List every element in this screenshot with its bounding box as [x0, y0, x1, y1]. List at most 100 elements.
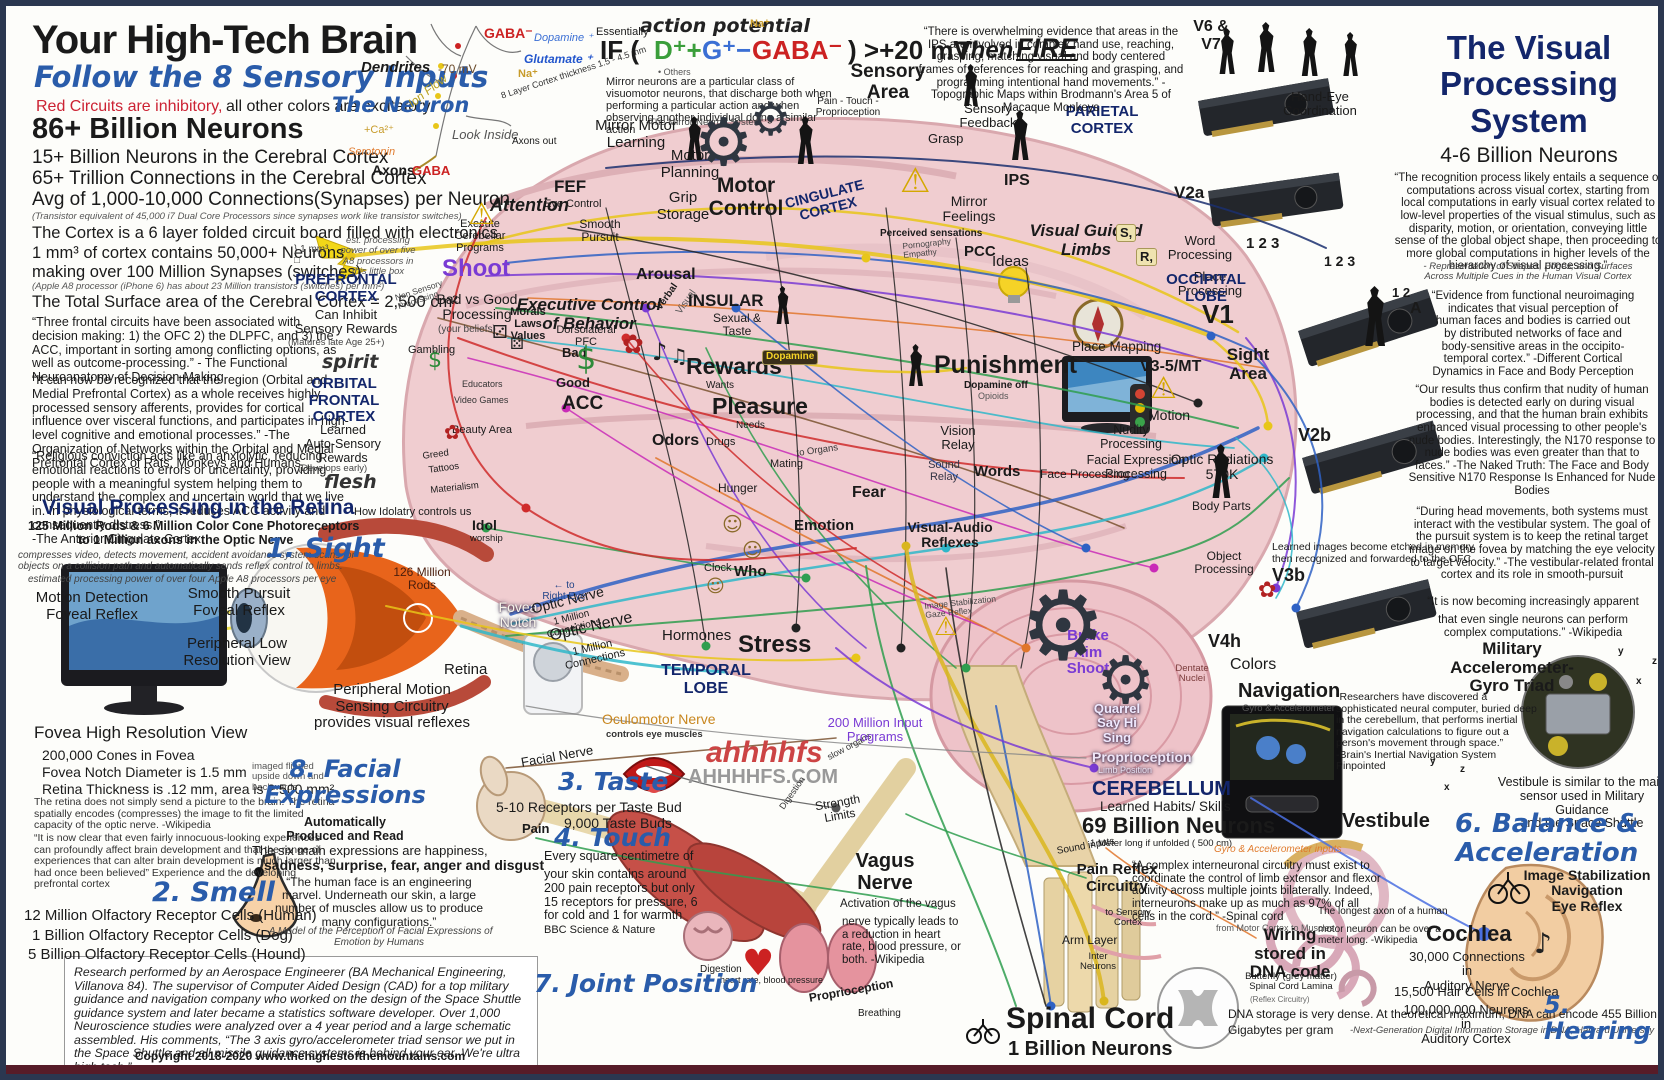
label: Drugs: [706, 436, 736, 448]
circuit-wire: [507, 337, 1235, 449]
circuit-wire: [567, 227, 1199, 404]
label: Fovea High Resolution View: [34, 723, 248, 742]
rose-icon: ✿: [444, 420, 461, 444]
label: Visual Guided Limbs: [1029, 221, 1143, 259]
circuit-wire: [467, 357, 1155, 569]
legend-inhibitory: Red Circuits are inhibitory,: [36, 98, 223, 115]
label: sadness, surprise, fear, anger and disgu…: [264, 857, 545, 873]
label: 65+ Trillion Connections in the Cerebral…: [32, 168, 427, 189]
circuit-wire: [1235, 437, 1294, 599]
ear-illustration: [1465, 863, 1604, 1022]
label: Tattoos: [427, 460, 460, 476]
label: V4h: [1208, 631, 1242, 651]
label: 1 2: [1392, 285, 1411, 300]
lightbulb-icon: [998, 266, 1030, 303]
label: 126 Million Rods: [393, 565, 451, 593]
circuit-wire: [1245, 337, 1297, 589]
label: compresses video, detects movement, acci…: [18, 550, 355, 572]
money-icon: $: [428, 348, 442, 373]
label: (Apple A8 processor (iPhone 6) has about…: [32, 281, 385, 292]
label: Words: [974, 463, 1021, 480]
label: Automatically Produced and Read: [286, 815, 404, 843]
label: Na⁺: [750, 18, 770, 30]
person-silhouette-icon: [1212, 444, 1231, 498]
arm-illustration: [476, 755, 916, 943]
wire-node: [561, 403, 571, 413]
copyright: Copyright 2018-2020 www.thehighestofthem…: [134, 1049, 466, 1063]
label: Materialism: [429, 479, 480, 496]
label: Activation of the vagus: [840, 898, 956, 910]
label: flesh: [324, 471, 377, 493]
label: Mirror Motor Learning: [595, 117, 677, 151]
label: Peripheral Low Resolution View: [183, 635, 291, 669]
wire-node: [961, 663, 971, 673]
label: Mirror neurons are a particular class of…: [606, 76, 832, 137]
neuron-sketch: [405, 23, 522, 173]
wire-node: [621, 333, 631, 343]
label: The Total Surface area of the Cerebral C…: [32, 293, 458, 311]
watermark-url: AHHHHFS.COM: [688, 766, 838, 788]
label: The retina does not simply send a pictur…: [34, 796, 335, 832]
person-silhouette-icon: [1258, 22, 1275, 72]
section-sight: 1. Sight: [266, 533, 385, 564]
circuit-wire: [505, 477, 1290, 637]
label: Visual-Audio Reflexes: [907, 519, 993, 551]
label: (Transistor equivalent of 45,000 i7 Dual…: [32, 211, 462, 222]
label: “There is overwhelming evidence that are…: [918, 26, 1184, 114]
section-hearing: 5. Hearing: [1544, 991, 1651, 1046]
label: nerve typically leads to a reduction in …: [842, 916, 961, 966]
label: “Evidence from functional neuroimaging i…: [1431, 290, 1635, 378]
label: (your beliefs): [438, 324, 496, 335]
label: Peripheral Motion Sensing Circuitry prov…: [314, 681, 470, 731]
label: “The human face is an engineering marvel…: [274, 875, 484, 929]
label: “During head movements, both systems mus…: [1409, 506, 1655, 582]
wire-node: [521, 503, 531, 513]
wire-node: [1089, 763, 1099, 773]
label: Clock: [704, 562, 732, 574]
wire-node: [831, 803, 841, 813]
label: 9,000 Taste Buds: [564, 815, 672, 831]
label: Dopamine off: [964, 380, 1028, 391]
circuit-wire: [735, 307, 1087, 549]
label: Can Inhibit Sensory Rewards: [294, 307, 398, 337]
wire-node: [901, 541, 911, 551]
label: Image Stabilization Navigation Eye Refle…: [1523, 867, 1651, 914]
label: Wants: [706, 380, 734, 391]
navigation-computer-illustration: [1221, 705, 1343, 839]
label: “Our results thus confirm that nudity of…: [1408, 384, 1656, 498]
label: (Develops early): [298, 463, 368, 474]
label: “The recognition process likely entails …: [1394, 172, 1662, 273]
wire-node: [1081, 543, 1091, 553]
label: IF (: [600, 35, 639, 65]
label: y: [1430, 756, 1436, 767]
label: your skin contains around 200 pain recep…: [544, 867, 698, 923]
music-note-icon: ♪: [1534, 927, 1552, 960]
label: 1 Billion Neurons: [1008, 1038, 1173, 1060]
label: Proprioception: [1092, 749, 1192, 765]
label: Pain: [522, 821, 550, 836]
circuit-wire: [655, 457, 1027, 649]
spinal-cord-heading: Spinal Cord: [1006, 1002, 1175, 1035]
person-silhouette-icon: [1365, 286, 1386, 346]
label: GABA⁻: [484, 25, 533, 41]
rose-icon: ✿: [622, 330, 644, 360]
label: worship: [470, 533, 503, 544]
warning-icon: ⚠: [1150, 371, 1177, 406]
label: estimated processing power of over four …: [28, 574, 337, 585]
circuit-wire: [535, 837, 937, 909]
person-silhouette-icon: [909, 344, 923, 386]
dopamine-chip: Dopamine: [762, 350, 819, 365]
label: PCC: [964, 243, 996, 260]
traffic-light-icon: [1130, 384, 1150, 434]
label: Attention: [490, 195, 569, 215]
wire-node: [1259, 453, 1269, 463]
label: The Neuron: [332, 93, 470, 117]
label: Fear: [852, 484, 886, 501]
label: V3-5/MT: [1140, 358, 1202, 375]
label: Digestion: [700, 964, 742, 975]
face-icon: ☺: [742, 538, 763, 562]
label: The six main expressions are happiness,: [252, 843, 488, 858]
face-icon: ☺: [706, 576, 725, 597]
